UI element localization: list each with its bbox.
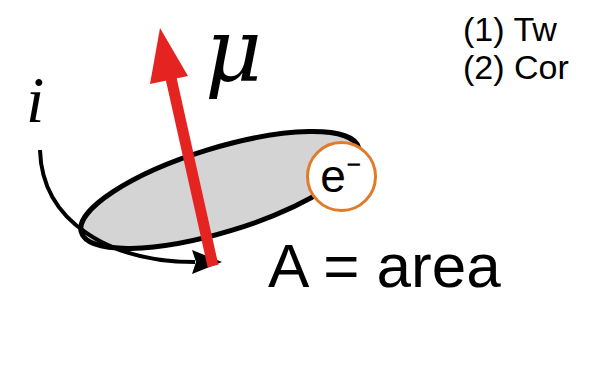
area-label: A = area (268, 230, 501, 301)
list-item: (1) Tw (463, 10, 557, 49)
list-item: (2) Cor (463, 48, 569, 87)
current-symbol: i (26, 62, 44, 138)
moment-symbol: μ (205, 0, 262, 101)
electron-circle: e⁻ (306, 141, 377, 212)
moment-arrowhead (150, 28, 188, 84)
electron-label: e⁻ (320, 153, 362, 199)
current-arrow (40, 150, 195, 262)
moment-arrow (171, 78, 213, 266)
